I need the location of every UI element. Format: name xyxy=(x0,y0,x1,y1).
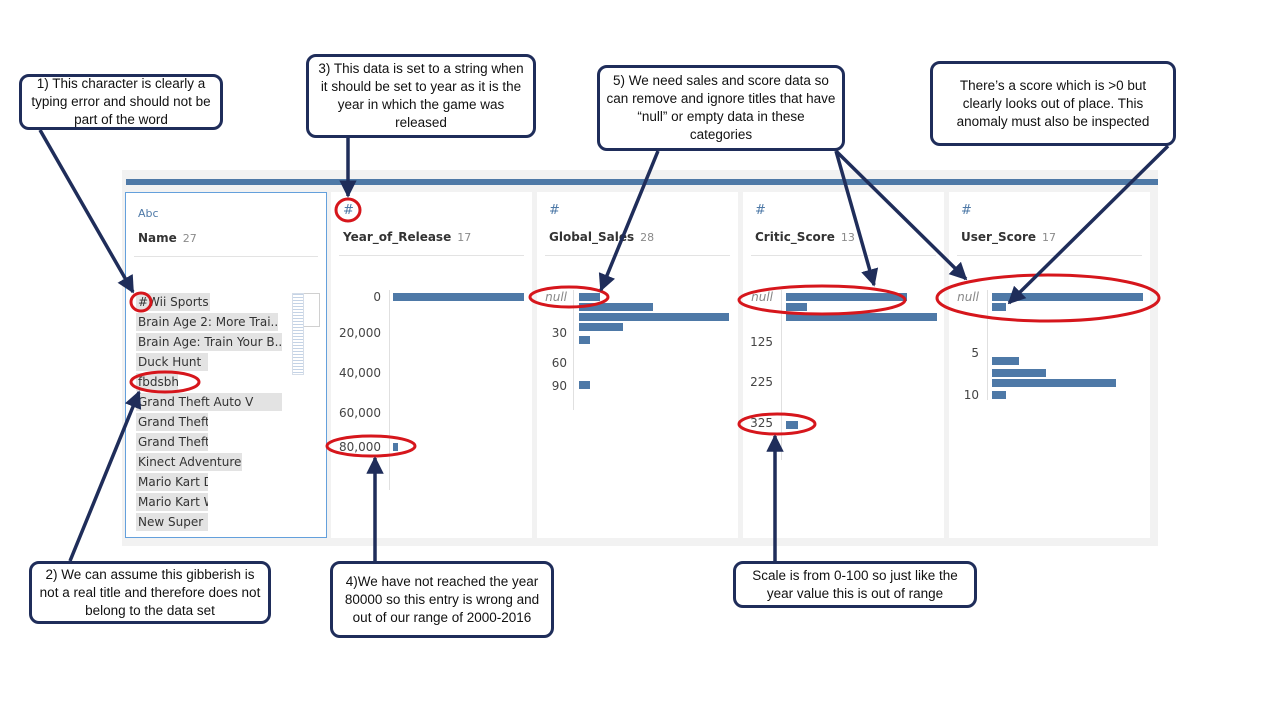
axis-label: 10 xyxy=(963,388,979,402)
list-item[interactable]: New Super Mario Bros. xyxy=(136,513,208,531)
histogram-bar[interactable] xyxy=(579,323,623,331)
histogram-bar[interactable] xyxy=(579,336,590,344)
axis-label: 5 xyxy=(971,346,979,360)
list-item[interactable]: Duck Hunt xyxy=(136,353,208,371)
string-type-icon[interactable]: Abc xyxy=(138,207,159,220)
list-item[interactable]: Brain Age 2: More Trai... xyxy=(136,313,278,331)
axis-line xyxy=(987,290,988,400)
list-item[interactable]: Mario Kart Wii xyxy=(136,493,208,511)
column-count: 17 xyxy=(457,231,472,244)
header-divider xyxy=(957,255,1142,256)
callout-scale-range: Scale is from 0-100 so just like the yea… xyxy=(733,561,977,608)
list-item[interactable]: Kinect Adventures! xyxy=(136,453,242,471)
callout-year-out-of-range: 4)We have not reached the year 80000 so … xyxy=(330,561,554,638)
histogram-bar[interactable] xyxy=(992,293,1143,301)
axis-label: 0 xyxy=(373,290,381,304)
callout-typing-error: 1) This character is clearly a typing er… xyxy=(19,74,223,130)
axis-label: 30 xyxy=(551,326,567,340)
histogram-bar[interactable] xyxy=(786,313,937,321)
axis-label: 20,000 xyxy=(339,326,381,340)
number-type-icon[interactable]: # xyxy=(549,203,560,218)
histogram-bar[interactable] xyxy=(992,379,1116,387)
number-type-icon[interactable]: # xyxy=(755,203,766,218)
header-divider xyxy=(134,256,318,257)
callout-gibberish: 2) We can assume this gibberish is not a… xyxy=(29,561,271,624)
histogram-bar[interactable] xyxy=(786,421,798,429)
histogram-bar[interactable] xyxy=(786,293,907,301)
callout-null-data: 5) We need sales and score data so can r… xyxy=(597,65,845,151)
histogram-bar[interactable] xyxy=(579,293,600,301)
axis-label-null: null xyxy=(957,290,979,304)
number-type-icon[interactable]: # xyxy=(961,203,972,218)
histogram-bar[interactable] xyxy=(579,381,590,389)
profile-top-bar xyxy=(126,179,1158,185)
histogram-bar[interactable] xyxy=(992,369,1046,377)
histogram-bar[interactable] xyxy=(579,303,653,311)
column-count: 17 xyxy=(1042,231,1056,244)
histogram-bar[interactable] xyxy=(579,313,729,321)
list-item[interactable]: fbdsbhfj xyxy=(136,373,178,391)
axis-label: 60,000 xyxy=(339,406,381,420)
list-item[interactable]: Grand Theft Auto V xyxy=(136,393,282,411)
callout-score-anomaly: There’s a score which is >0 but clearly … xyxy=(930,61,1176,146)
list-item[interactable]: #Wii Sports xyxy=(136,293,210,311)
header-divider xyxy=(339,255,524,256)
list-item[interactable]: Mario Kart DS xyxy=(136,473,208,491)
axis-label: 40,000 xyxy=(339,366,381,380)
number-type-icon[interactable]: # xyxy=(343,203,354,218)
histogram-bar[interactable] xyxy=(992,391,1006,399)
name-value-list: #Wii Sports Brain Age 2: More Trai... Br… xyxy=(136,293,286,533)
histogram-bar[interactable] xyxy=(393,443,398,451)
axis-line xyxy=(389,290,390,490)
header-divider xyxy=(545,255,730,256)
list-item[interactable]: Grand Theft Auto: San ... xyxy=(136,413,208,431)
histogram-bar[interactable] xyxy=(786,303,807,311)
column-count: 28 xyxy=(640,231,655,244)
column-count: 13 xyxy=(840,231,855,244)
axis-label: 60 xyxy=(551,356,567,370)
list-item[interactable]: Grand Theft Auto: Vice ... xyxy=(136,433,208,451)
histogram-bar[interactable] xyxy=(393,293,524,301)
histogram-bar[interactable] xyxy=(992,303,1006,311)
axis-label: 325 xyxy=(750,416,773,430)
list-scroll-thumb[interactable] xyxy=(292,293,304,375)
axis-line xyxy=(781,290,782,460)
arrow-to-hash-char xyxy=(38,129,135,294)
axis-label: 80,000 xyxy=(339,440,381,454)
axis-label-null: null xyxy=(545,290,567,304)
axis-label: 125 xyxy=(750,335,773,349)
list-scroll-track[interactable] xyxy=(304,293,320,327)
histogram-bar[interactable] xyxy=(992,357,1019,365)
axis-label: 225 xyxy=(750,375,773,389)
list-item[interactable]: Brain Age: Train Your B... xyxy=(136,333,282,351)
axis-line xyxy=(573,290,574,410)
callout-year-type: 3) This data is set to a string when it … xyxy=(306,54,536,138)
axis-label-null: null xyxy=(751,290,773,304)
axis-label: 90 xyxy=(551,379,567,393)
header-divider xyxy=(751,255,936,256)
column-count: 27 xyxy=(182,232,197,245)
